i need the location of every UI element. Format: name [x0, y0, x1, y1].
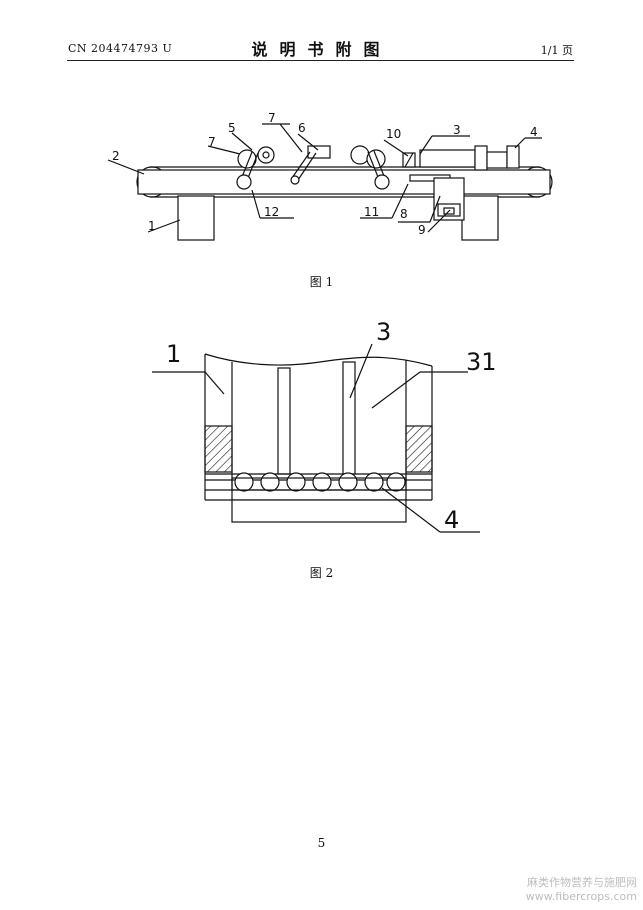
fig2-label-4: 4 — [444, 506, 459, 534]
page-indicator: 1/1 页 — [540, 44, 573, 57]
figure-1-drawing: 2 1 5 7 7 6 12 10 3 4 11 8 9 — [107, 111, 553, 241]
fig1-label-12: 12 — [264, 205, 279, 219]
fig1-label-6: 6 — [298, 121, 306, 135]
figure-2-drawing: 1 3 31 4 — [152, 318, 497, 534]
figure-1-caption: 图 1 — [309, 275, 334, 289]
fig1-label-8: 8 — [400, 207, 408, 221]
figure-2-caption: 图 2 — [309, 566, 334, 580]
fig2-label-31: 31 — [466, 348, 497, 376]
watermark-line-2: www.fibercrops.com — [525, 890, 637, 903]
page-title: 说明书附图 — [251, 40, 392, 59]
fig1-label-2: 2 — [112, 149, 120, 163]
fig1-label-1: 1 — [148, 219, 156, 233]
header-rule — [67, 60, 574, 61]
fig2-label-1: 1 — [166, 340, 181, 368]
page-number: 5 — [317, 836, 326, 850]
watermark-line-1: 麻类作物营养与施肥网 — [527, 876, 637, 889]
fig2-label-3: 3 — [376, 318, 391, 346]
fig1-label-5: 5 — [228, 121, 236, 135]
patent-number: CN 204474793 U — [68, 42, 173, 55]
fig1-label-9: 9 — [418, 223, 426, 237]
fig1-label-10: 10 — [386, 127, 401, 141]
fig1-label-7b: 7 — [268, 111, 276, 125]
fig1-label-7a: 7 — [208, 135, 216, 149]
fig1-label-3: 3 — [453, 123, 461, 137]
watermark: 麻类作物营养与施肥网 www.fibercrops.com — [526, 876, 637, 904]
fig1-label-4: 4 — [530, 125, 538, 139]
fig1-label-11: 11 — [364, 205, 379, 219]
